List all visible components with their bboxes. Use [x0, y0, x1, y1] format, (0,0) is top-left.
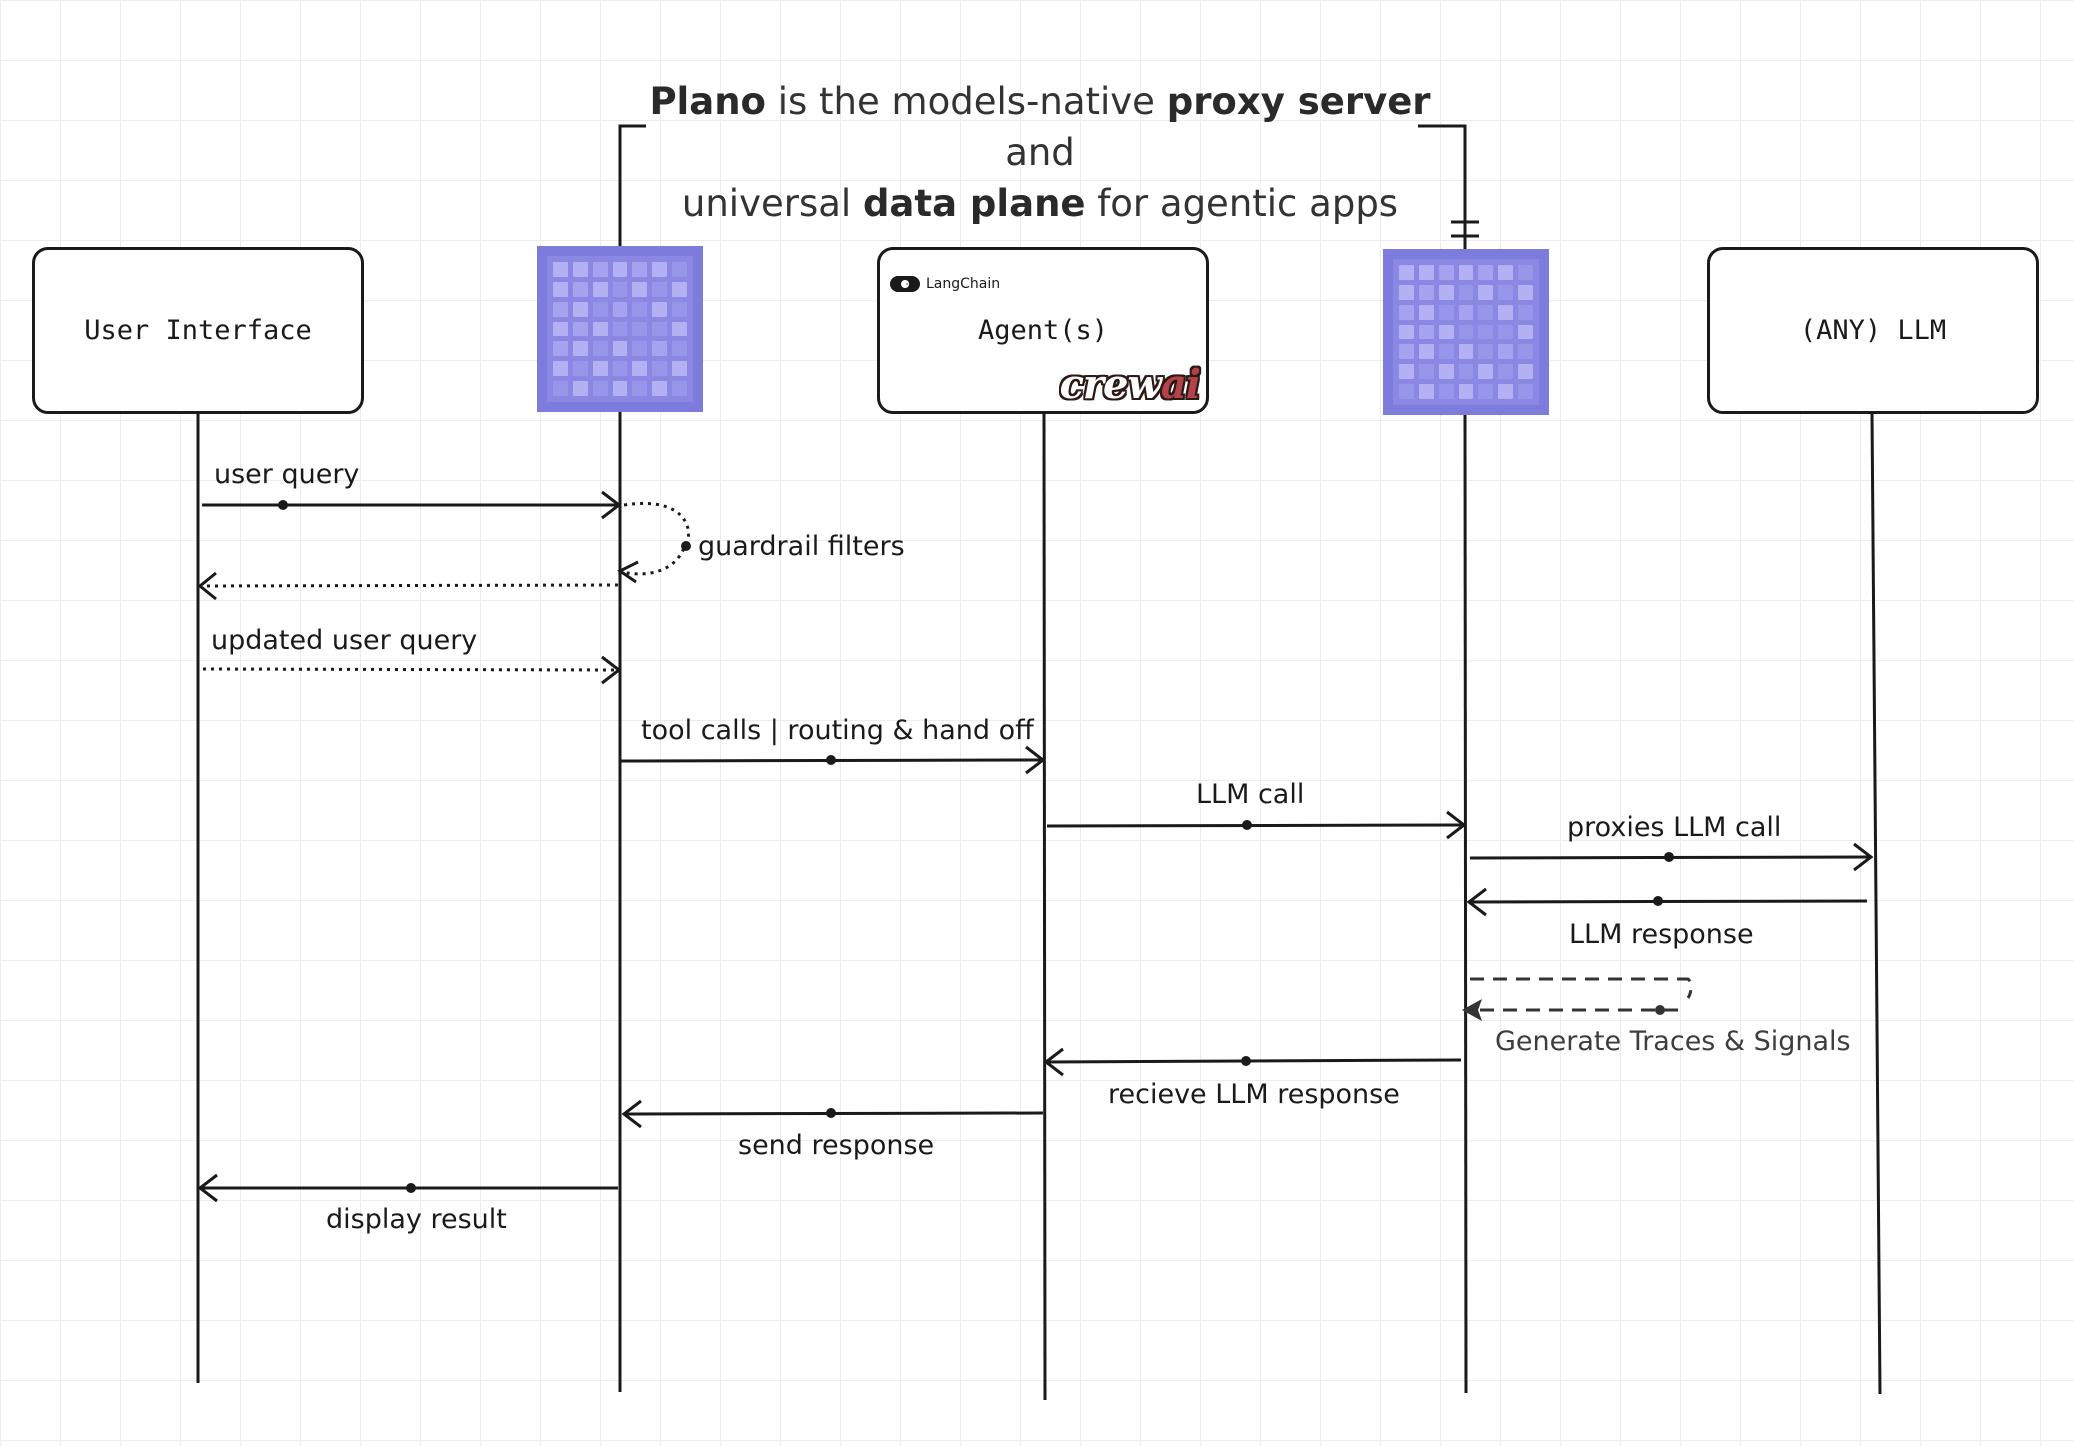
crewai-text-ai: ai: [1160, 361, 1201, 408]
arrow-user-query: [202, 490, 622, 520]
label-tool-calls: tool calls | routing & hand off: [641, 715, 1034, 746]
label-updated-user-query: updated user query: [211, 625, 478, 656]
label-display-result: display result: [326, 1204, 507, 1235]
arrow-recieve-llm-response: [1043, 1047, 1462, 1077]
title-bracket-right: [1418, 124, 1467, 250]
plano-logo-icon: [1383, 249, 1549, 415]
title-bold-plano: Plano: [649, 80, 766, 123]
label-llm-response: LLM response: [1569, 919, 1754, 950]
arrow-proxies-llm-call: [1469, 842, 1874, 872]
arrow-llm-response: [1466, 887, 1868, 917]
label-proxies-llm-call: proxies LLM call: [1567, 812, 1782, 843]
title-line-2: universal data plane for agentic apps: [635, 178, 1445, 229]
label-recieve-llm-response: recieve LLM response: [1108, 1079, 1400, 1110]
arrow-send-response: [621, 1099, 1044, 1129]
label-generate-traces: Generate Traces & Signals: [1495, 1026, 1851, 1057]
title-bold-data-plane: data plane: [862, 182, 1086, 225]
arrow-guardrail-loop: [617, 501, 691, 584]
title-text-c: universal: [681, 182, 863, 225]
lifeline-llm: [1870, 413, 1882, 1395]
title-bracket-left: [618, 124, 646, 250]
plano-logo-icon: [537, 246, 703, 412]
title-text-a: is the models-native: [765, 80, 1167, 123]
arrow-guardrail-return: [197, 571, 619, 601]
lifeline-agents: [1042, 413, 1047, 1401]
arrow-updated-user-query: [202, 655, 622, 685]
title-text-d: for agentic apps: [1085, 182, 1399, 225]
title-bold-proxy: proxy server: [1166, 80, 1431, 123]
arrow-llm-call: [1046, 810, 1467, 840]
actor-user-interface: User Interface: [32, 247, 364, 414]
langchain-logo: ⚈ LangChain: [890, 276, 1000, 292]
label-llm-call: LLM call: [1196, 779, 1305, 810]
arrow-tool-calls: [620, 745, 1046, 775]
actor-any-llm: (ANY) LLM: [1707, 247, 2039, 414]
label-send-response: send response: [738, 1130, 935, 1161]
crewai-logo: crewai: [1059, 361, 1201, 408]
arrow-generate-traces: [1462, 977, 1693, 1021]
actor-label: (ANY) LLM: [1799, 315, 1947, 346]
label-user-query: user query: [214, 459, 360, 490]
label-guardrail-filters: guardrail filters: [698, 531, 905, 562]
langchain-icon: ⚈: [890, 276, 920, 292]
title-line-1: Plano is the models-native proxy server …: [635, 76, 1445, 178]
langchain-label: LangChain: [926, 276, 1001, 292]
diagram-title: Plano is the models-native proxy server …: [635, 76, 1445, 229]
crewai-text-crew: crew: [1059, 361, 1162, 408]
lifeline-plano-right: [1463, 414, 1468, 1394]
title-text-b: and: [1005, 131, 1075, 174]
actor-label: Agent(s): [977, 315, 1109, 346]
actor-label: User Interface: [84, 315, 312, 346]
arrow-display-result: [197, 1173, 618, 1203]
actor-agents: ⚈ LangChain Agent(s) crewai: [877, 247, 1209, 414]
